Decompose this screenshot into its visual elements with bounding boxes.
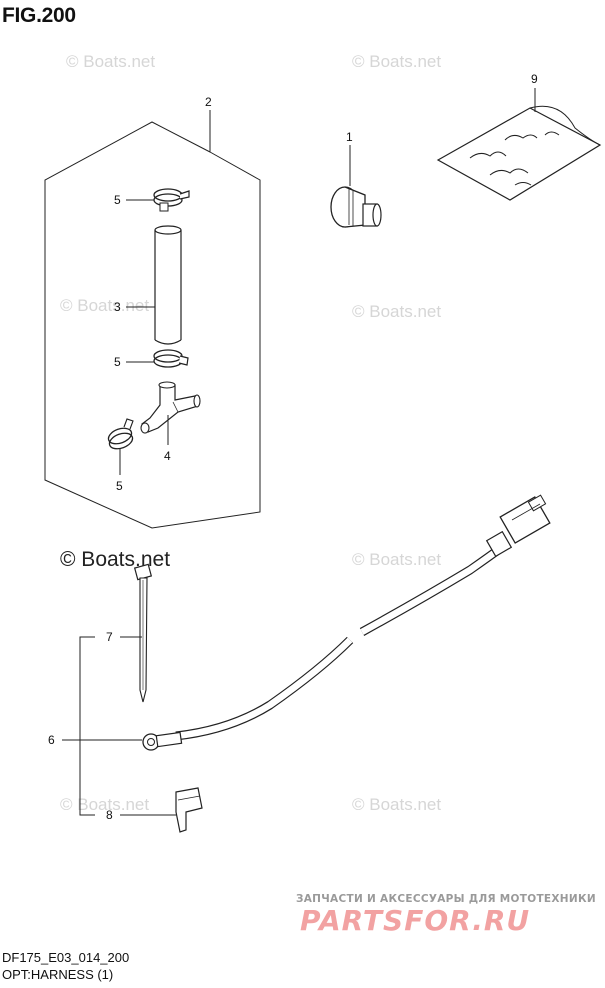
watermark: © Boats.net (60, 548, 171, 571)
hose (154, 225, 182, 345)
cable-tie (133, 563, 153, 703)
shop-tagline: ЗАПЧАСТИ И АКСЕССУАРЫ ДЛЯ МОТОТЕХНИКИ (296, 893, 596, 905)
callout-bracket (79, 636, 95, 816)
watermark: © Boats.net (352, 550, 442, 569)
hose-clamp-bottom (107, 418, 134, 450)
callout-2: 2 (205, 95, 212, 109)
part-code: DF175_E03_014_200 (2, 950, 130, 965)
callout-5b: 5 (114, 355, 121, 369)
harness-cable (142, 494, 551, 751)
hose-clamp-middle (153, 349, 189, 368)
fuse (175, 787, 203, 833)
section-name: OPT:HARNESS (1) (2, 967, 114, 982)
callout-1: 1 (346, 130, 353, 144)
callout-8: 8 (106, 808, 113, 822)
rubber-plug (330, 186, 382, 228)
kit-outline (44, 121, 261, 529)
watermark: © Boats.net (60, 296, 150, 315)
watermark: © Boats.net (352, 52, 442, 71)
watermark: © Boats.net (352, 302, 442, 321)
figure-title: FIG.200 (2, 4, 76, 27)
watermark: © Boats.net (352, 795, 442, 814)
callout-7: 7 (106, 630, 113, 644)
callout-5c: 5 (116, 479, 123, 493)
grease-packet (436, 105, 602, 201)
shop-logo: PARTSFOR.RU (300, 904, 531, 937)
callout-9: 9 (531, 72, 538, 86)
callout-3: 3 (114, 300, 121, 314)
callout-4: 4 (164, 449, 171, 463)
callout-5a: 5 (114, 193, 121, 207)
hose-clamp-top (153, 188, 190, 212)
callout-6: 6 (48, 733, 55, 747)
t-joint (140, 381, 201, 434)
watermark: © Boats.net (66, 52, 156, 71)
watermark: © Boats.net (60, 795, 150, 814)
